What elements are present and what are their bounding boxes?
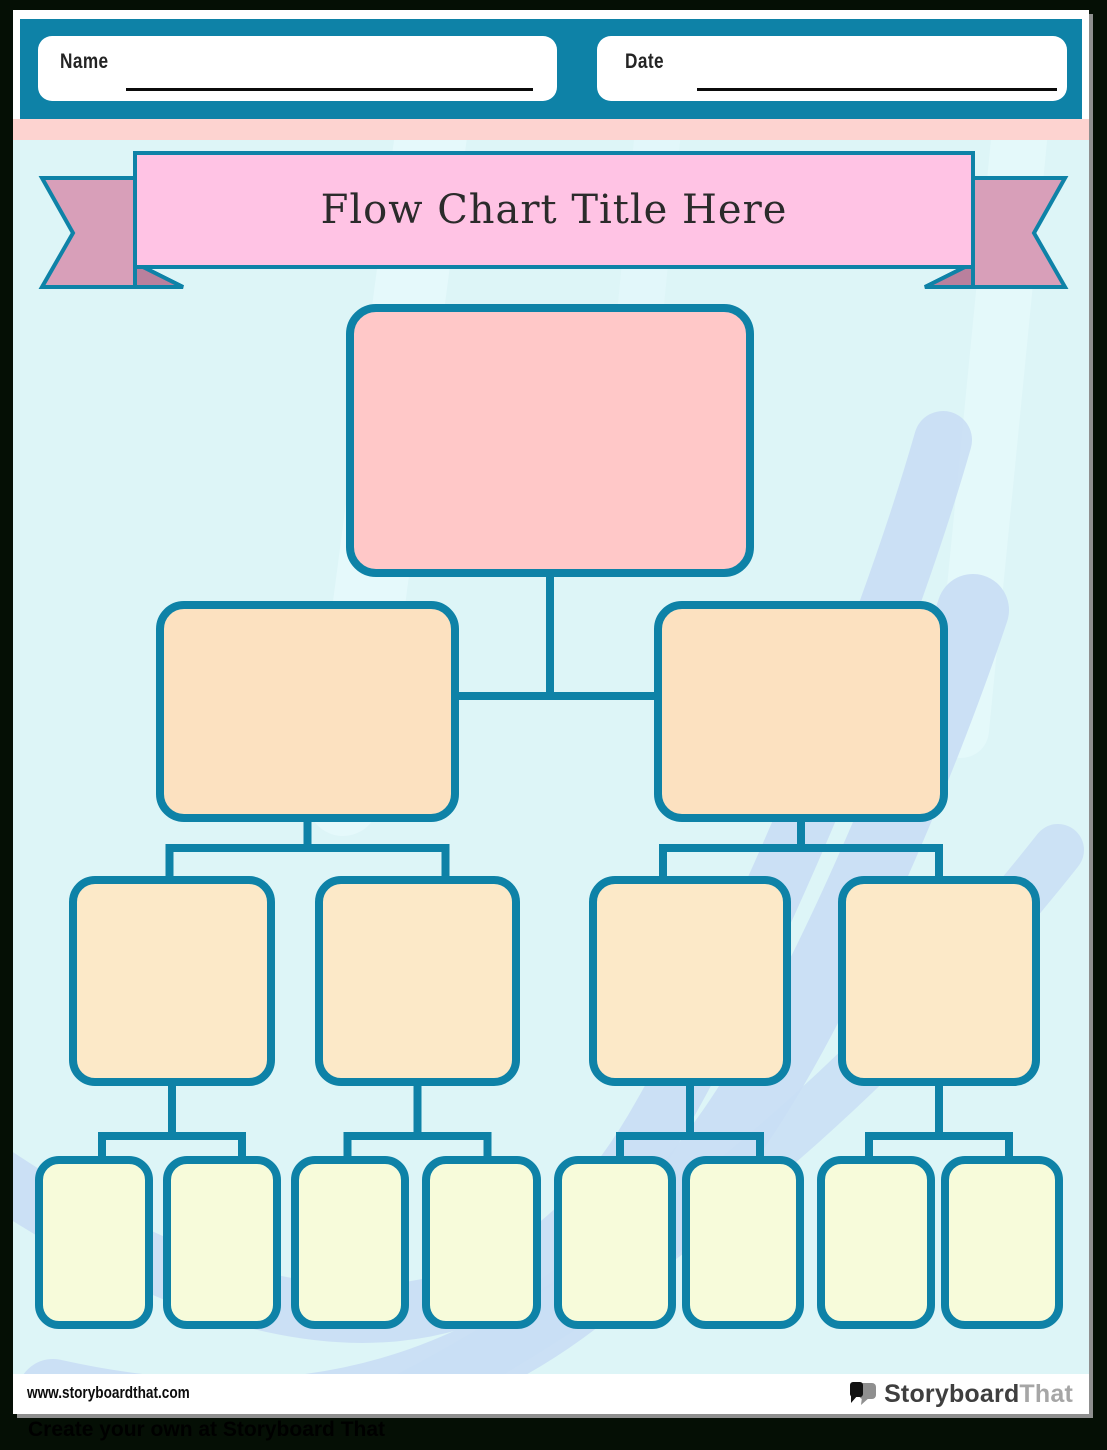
flowchart-canvas: Flow Chart Title Here [13,140,1089,1374]
speech-bubbles-icon [850,1382,877,1405]
flow-chart-title: Flow Chart Title Here [320,187,788,233]
flowchart-node-level4[interactable] [163,1156,281,1329]
flowchart-node-level4[interactable] [291,1156,409,1329]
connector-l3b-bracket [343,1132,492,1172]
logo-text-primary: Storyboard [884,1379,1020,1408]
name-field-box: Name [38,36,557,101]
connectors [98,573,1013,1172]
connector-l2b-bracket [659,844,943,892]
flowchart-node-level3[interactable] [69,876,275,1086]
storyboardthat-logo: StoryboardThat [848,1378,1073,1410]
flowchart-node-level3[interactable] [589,876,791,1086]
header-divider-stripe [13,119,1089,140]
create-your-own-note: Create your own at Storyboard That [28,1418,386,1441]
title-ribbon [38,151,1069,289]
date-label: Date [625,50,664,73]
date-input-line[interactable] [697,88,1057,91]
flowchart-node-level1[interactable] [346,304,754,577]
flowchart-node-level2[interactable] [156,601,459,822]
worksheet-page: Name Date [13,10,1089,1414]
flowchart-graphics [13,140,1084,1374]
connector-l3c-bracket [616,1132,764,1172]
date-field-box: Date [597,36,1067,101]
connector-l3a-bracket [98,1132,246,1172]
name-label: Name [60,50,109,73]
flowchart-node-level4[interactable] [817,1156,935,1329]
website-url: www.storyboardthat.com [27,1383,190,1402]
flowchart-node-level4[interactable] [941,1156,1063,1329]
flowchart-node-level4[interactable] [422,1156,541,1329]
ribbon-banner [133,151,975,269]
flowchart-node-level2[interactable] [654,601,948,822]
connector-l3d-bracket [865,1132,1013,1172]
flowchart-node-level4[interactable] [35,1156,153,1329]
logo-text-secondary: That [1019,1379,1073,1408]
flowchart-node-level3[interactable] [315,876,520,1086]
flowchart-node-level4[interactable] [682,1156,804,1329]
name-input-line[interactable] [126,88,533,91]
page-footer: www.storyboardthat.com StoryboardThat [13,1374,1089,1414]
flowchart-node-level3[interactable] [838,876,1040,1086]
logo-text: StoryboardThat [884,1380,1073,1409]
flowchart-node-level4[interactable] [554,1156,676,1329]
flowchart-nodes [35,304,1063,1329]
connector-l2a-bracket [165,844,450,892]
header-bar: Name Date [20,19,1082,119]
